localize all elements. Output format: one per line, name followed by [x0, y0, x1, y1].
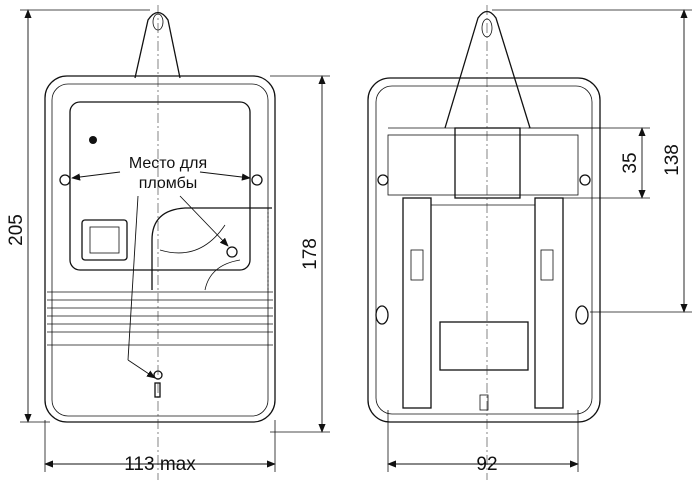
front-button-inner [89, 226, 120, 254]
mounting-hole-left [375, 305, 389, 325]
front-button [81, 219, 128, 261]
din-rail-clip-left [402, 197, 432, 409]
back-body [367, 77, 601, 423]
front-hanger [134, 11, 181, 79]
dim-mount-height: 138 [662, 144, 683, 176]
seal-arrow-left [71, 171, 121, 181]
back-screw-left [377, 174, 389, 186]
back-label-area [439, 321, 529, 371]
front-display-window [69, 101, 251, 271]
terminal-cover-curves [159, 224, 241, 291]
seal-leader-bottom [127, 195, 139, 361]
back-upper-panel [387, 134, 579, 196]
seal-label-line1: Место для [129, 155, 207, 172]
back-body-inner-edge [375, 85, 593, 415]
vent-grille [47, 291, 273, 346]
clip-latch-right [540, 249, 554, 281]
indicator-led [89, 136, 97, 144]
dim-width-front: 113 max [124, 454, 196, 475]
front-view: Место для пломбы 205 178 113 max [6, 5, 330, 480]
back-view: 35 138 92 [367, 5, 692, 480]
back-screw-right [579, 174, 591, 186]
hanger-base-plate [454, 127, 521, 199]
seal-screw-left [59, 174, 71, 186]
dim-height-total: 205 [6, 214, 27, 246]
seal-arrow-terminal [179, 195, 229, 247]
seal-screw-terminal [226, 246, 238, 258]
dim-height-body: 178 [300, 238, 321, 270]
terminal-cover-edge [151, 207, 272, 290]
back-bottom-tab [479, 394, 489, 411]
seal-slot-bottom [154, 382, 161, 398]
dim-mount-spacing: 35 [620, 152, 641, 173]
dim-width-back: 92 [476, 454, 497, 475]
seal-label-line2: пломбы [139, 175, 198, 192]
din-rail-clip-right [534, 197, 564, 409]
front-body [44, 75, 276, 423]
seal-arrow-right [199, 171, 251, 181]
clip-latch-left [410, 249, 424, 281]
seal-screw-right [251, 174, 263, 186]
mounting-hole-right [575, 305, 589, 325]
seal-arrow-bottom [127, 359, 156, 379]
back-hanger [444, 10, 531, 129]
